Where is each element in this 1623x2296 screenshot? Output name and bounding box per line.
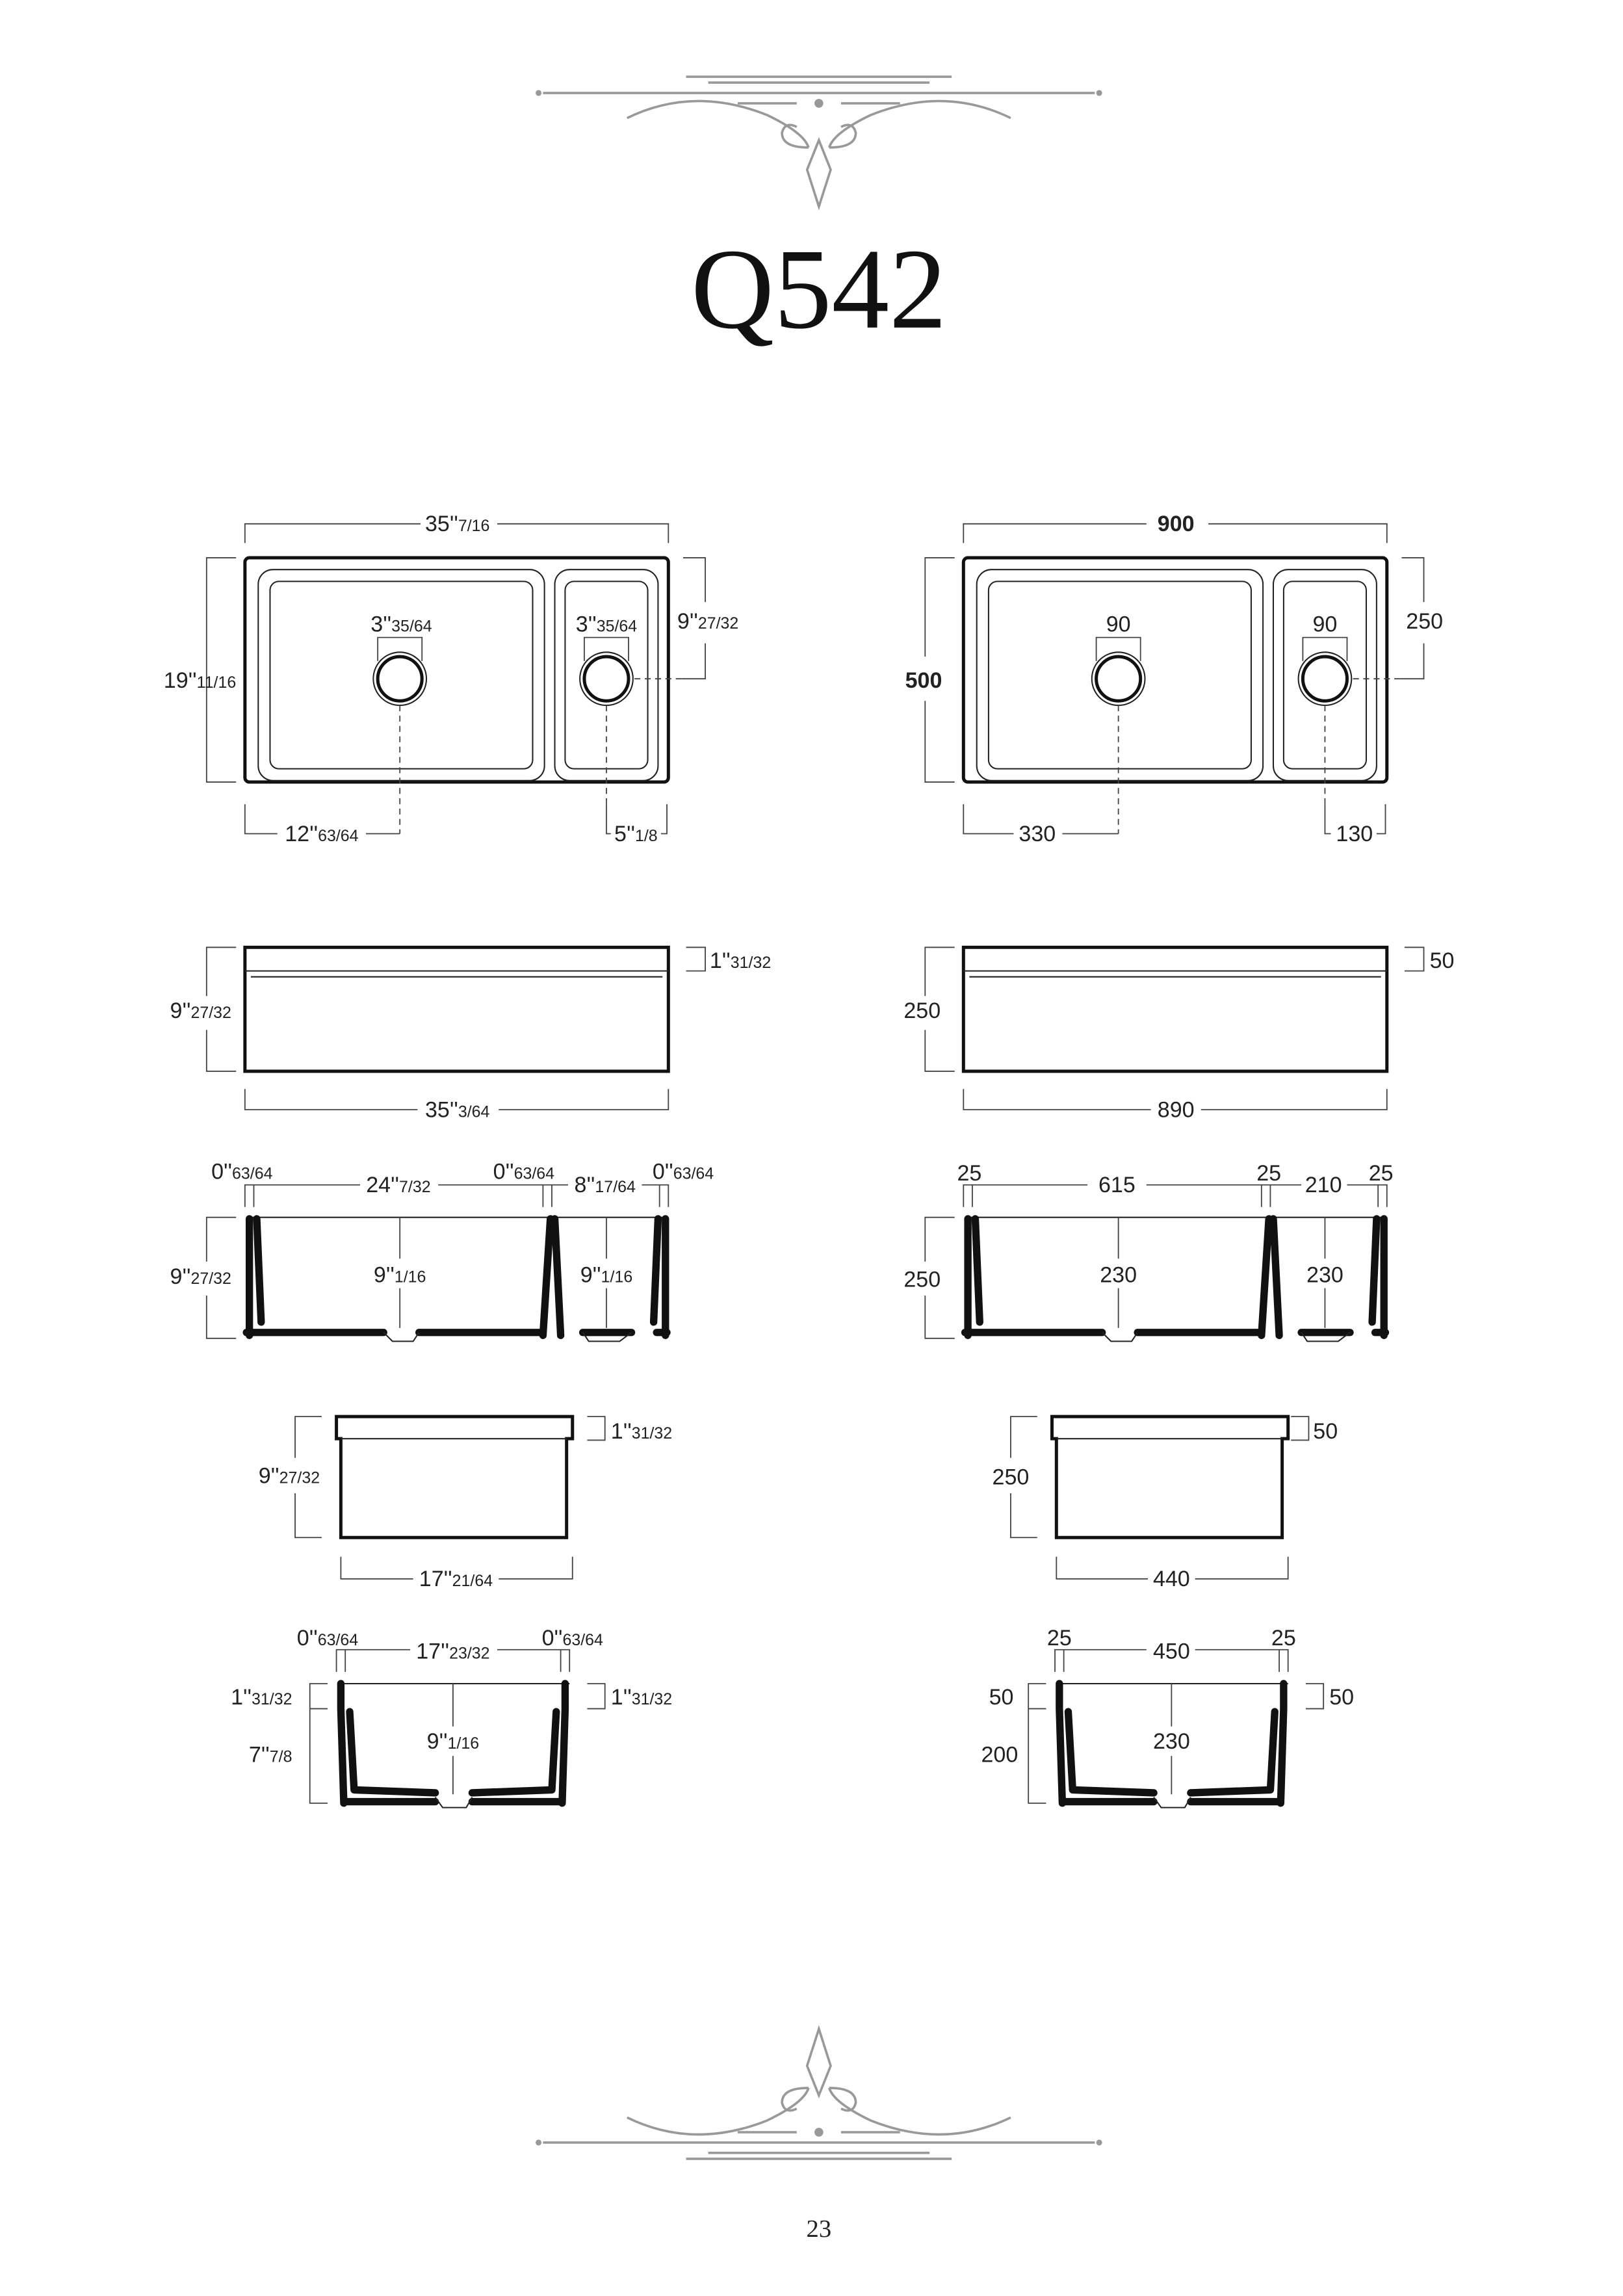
dim-rim-left: 50 (989, 1685, 1014, 1710)
metric-front-view: 250 50 890 (903, 945, 1455, 1122)
dim-wall-middle: 0''63/64 (493, 1160, 554, 1184)
dim-rim: 1''31/32 (710, 948, 771, 973)
dim-overall-width: 900 (1158, 512, 1195, 536)
dim-rim: 1''31/32 (611, 1419, 672, 1444)
dim-overall-depth: 500 (905, 668, 942, 693)
dim-overall-depth: 19''11/16 (164, 668, 236, 693)
dim-height: 9''27/32 (170, 998, 231, 1023)
dim-height: 250 (903, 998, 941, 1023)
dim-rim: 50 (1313, 1419, 1338, 1444)
dim-inner-width: 17''23/32 (416, 1639, 489, 1663)
dim-wall-left: 0''63/64 (297, 1626, 358, 1650)
dim-inner-width: 450 (1153, 1639, 1190, 1663)
dim-drain-from-back: 250 (1406, 609, 1443, 634)
dim-lower-height: 200 (981, 1742, 1019, 1767)
dim-depth-large: 9''1/16 (374, 1263, 426, 1288)
dim-height: 9''27/32 (259, 1463, 320, 1488)
dim-wall-middle: 25 (1256, 1161, 1281, 1186)
dim-bowl-small: 210 (1305, 1173, 1342, 1197)
dim-wall-right: 25 (1369, 1161, 1394, 1186)
imperial-top-view: 35''7/16 3''35/64 3''35/64 19''11/16 9''… (164, 512, 739, 846)
dim-wall-right: 25 (1271, 1626, 1296, 1650)
dim-width: 440 (1153, 1567, 1190, 1591)
imperial-front-view: 9''27/32 1''31/32 35''3/64 (170, 945, 771, 1122)
dim-bowl-small: 8''17/64 (575, 1173, 636, 1197)
dim-drain-large: 3''35/64 (370, 612, 432, 637)
dim-rim-right: 50 (1329, 1685, 1354, 1710)
metric-top-view: 900 90 90 500 250 330 130 (905, 512, 1443, 846)
dim-wall-left: 0''63/64 (211, 1160, 272, 1184)
dim-wall-left: 25 (957, 1161, 981, 1186)
dim-drain-large: 90 (1106, 612, 1131, 637)
dim-depth-small: 9''1/16 (580, 1263, 633, 1288)
dim-overall-width: 35''7/16 (425, 512, 489, 536)
dim-rim-left: 1''31/32 (231, 1685, 292, 1710)
imperial-side-view: 9''27/32 1''31/32 17''21/64 (259, 1415, 672, 1591)
dim-drain-small: 3''35/64 (576, 612, 637, 637)
dim-rim-right: 1''31/32 (611, 1685, 672, 1710)
dim-lower-height: 7''7/8 (249, 1742, 292, 1767)
dim-height: 250 (903, 1267, 941, 1292)
dim-drain-large-from-left: 330 (1019, 822, 1056, 846)
page-number: 23 (807, 2215, 832, 2243)
dim-height: 250 (993, 1465, 1030, 1490)
dim-bowl-large: 615 (1098, 1173, 1136, 1197)
dim-width: 35''3/64 (425, 1097, 490, 1122)
dim-width: 890 (1158, 1097, 1195, 1122)
dim-wall-left: 25 (1047, 1626, 1072, 1650)
dim-drain-small-from-right: 130 (1336, 822, 1373, 846)
bottom-ornament (536, 2025, 1102, 2160)
dim-drain-large-from-left: 12''63/64 (285, 822, 358, 846)
dim-depth: 230 (1153, 1729, 1190, 1754)
dim-bowl-large: 24''7/32 (366, 1173, 430, 1197)
imperial-side-section: 0''63/64 17''23/32 0''63/64 1''31/32 7''… (231, 1626, 672, 1808)
dim-height: 9''27/32 (170, 1264, 231, 1289)
page-title: Q542 (691, 226, 946, 353)
dim-wall-right: 0''63/64 (542, 1626, 603, 1650)
top-ornament (536, 75, 1102, 211)
dim-drain-small-from-right: 5''1/8 (614, 822, 658, 846)
dim-drain-from-back: 9''27/32 (677, 609, 738, 634)
dim-width: 17''21/64 (419, 1567, 493, 1591)
dim-depth-large: 230 (1100, 1263, 1137, 1288)
metric-side-view: 250 50 440 (993, 1415, 1338, 1591)
metric-front-section: 25 615 25 210 25 250 230 230 (903, 1161, 1394, 1342)
dim-rim: 50 (1430, 948, 1455, 973)
dim-drain-small: 90 (1313, 612, 1338, 637)
dim-depth: 9''1/16 (427, 1729, 480, 1754)
dim-depth-small: 230 (1306, 1263, 1344, 1288)
metric-side-section: 25 450 25 50 200 50 230 (981, 1626, 1354, 1808)
dim-wall-right: 0''63/64 (653, 1160, 714, 1184)
imperial-front-section: 0''63/64 24''7/32 0''63/64 8''17/64 0''6… (170, 1160, 714, 1342)
